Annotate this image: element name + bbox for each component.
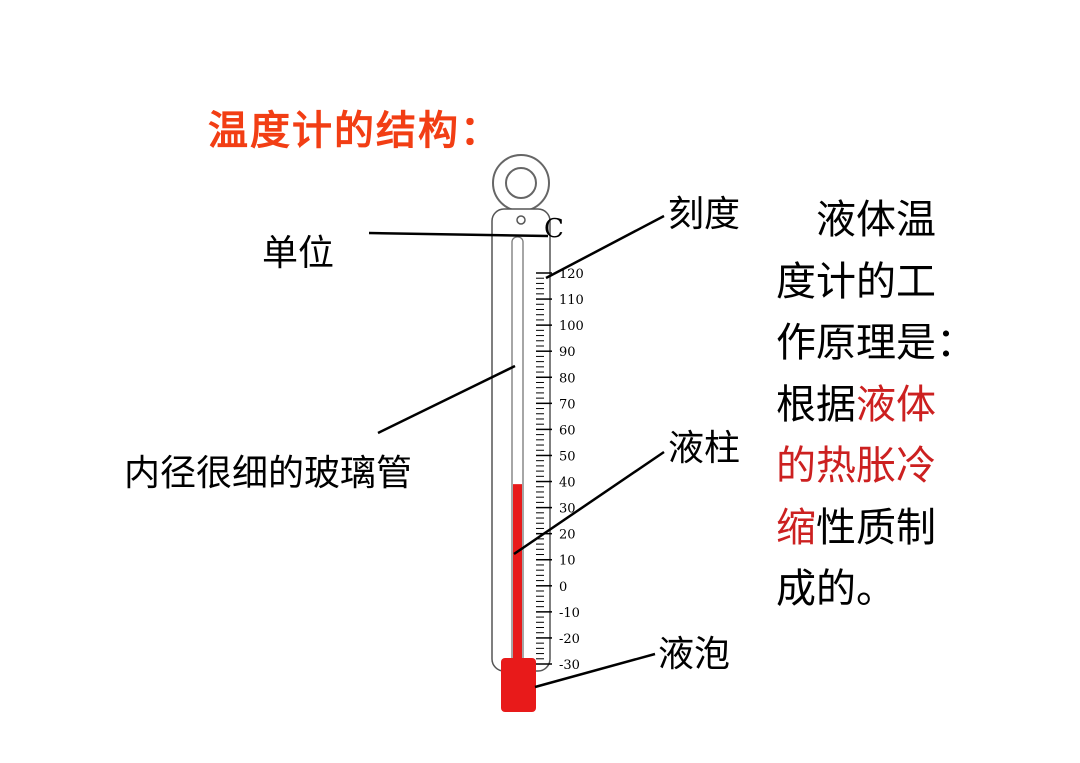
principle-line: 度计的工: [776, 252, 966, 314]
liquid-bulb: [501, 658, 536, 712]
tick-label: -10: [559, 606, 580, 621]
tick-label: 90: [559, 345, 576, 360]
column-leader-line: [513, 450, 665, 556]
principle-line: 的热胀冷: [776, 436, 966, 498]
scale-ticks: [536, 272, 552, 665]
principle-line: 根据液体: [776, 375, 966, 437]
tick-label: 0: [559, 580, 567, 595]
tick-label: 60: [559, 423, 576, 438]
bulb-label: 液泡: [658, 634, 731, 675]
principle-line: 缩性质制: [776, 498, 966, 560]
unit-leader-line: [368, 231, 549, 238]
principle-highlight: 液体: [856, 381, 936, 428]
tick-label: 10: [559, 554, 576, 569]
principle-highlight: 缩: [776, 504, 816, 551]
tick-label: 30: [559, 502, 576, 517]
scale-label: 刻度: [668, 194, 741, 235]
slide-title: 温度计的结构：: [208, 108, 502, 154]
tick-label: 50: [559, 449, 576, 464]
tick-label: 100: [559, 319, 584, 334]
column-label: 液柱: [668, 428, 741, 469]
tick-label: -30: [559, 658, 580, 673]
principle-line: 成的。: [776, 559, 966, 621]
bulb-leader-line: [534, 652, 656, 689]
scale-leader-line: [545, 214, 665, 280]
casing-hole: [516, 215, 526, 225]
hanging-ring-inner: [505, 167, 537, 199]
tick-label: 70: [559, 397, 576, 412]
tick-label: 120: [559, 267, 584, 282]
unit-label: 单位: [262, 233, 335, 274]
principle-segment: 作原理是：: [776, 320, 976, 366]
principle-segment: 度计的工: [776, 258, 936, 305]
tick-label: 80: [559, 371, 576, 386]
principle-highlight: 的热胀冷: [776, 443, 936, 489]
liquid-column: [513, 484, 522, 665]
hanging-ring-outer: [492, 154, 550, 212]
principle-segment: 液体温: [776, 197, 936, 243]
unit-symbol: C: [544, 214, 564, 244]
principle-line: 液体温: [776, 190, 966, 252]
principle-line: 作原理是：: [776, 313, 976, 375]
principle-segment: 根据: [776, 381, 856, 428]
tick-label: 40: [559, 476, 576, 491]
tick-label: 110: [559, 293, 584, 308]
principle-segment: 性质制: [816, 504, 936, 551]
working-principle-text: 液体温度计的工作原理是： 根据液体的热胀冷缩性质制成的。: [776, 190, 976, 621]
tick-label: 20: [559, 528, 576, 543]
tick-label: -20: [559, 632, 580, 647]
tube-label: 内径很细的玻璃管: [124, 453, 413, 494]
tube-leader-line: [377, 364, 516, 435]
principle-segment: 成的。: [776, 566, 896, 612]
